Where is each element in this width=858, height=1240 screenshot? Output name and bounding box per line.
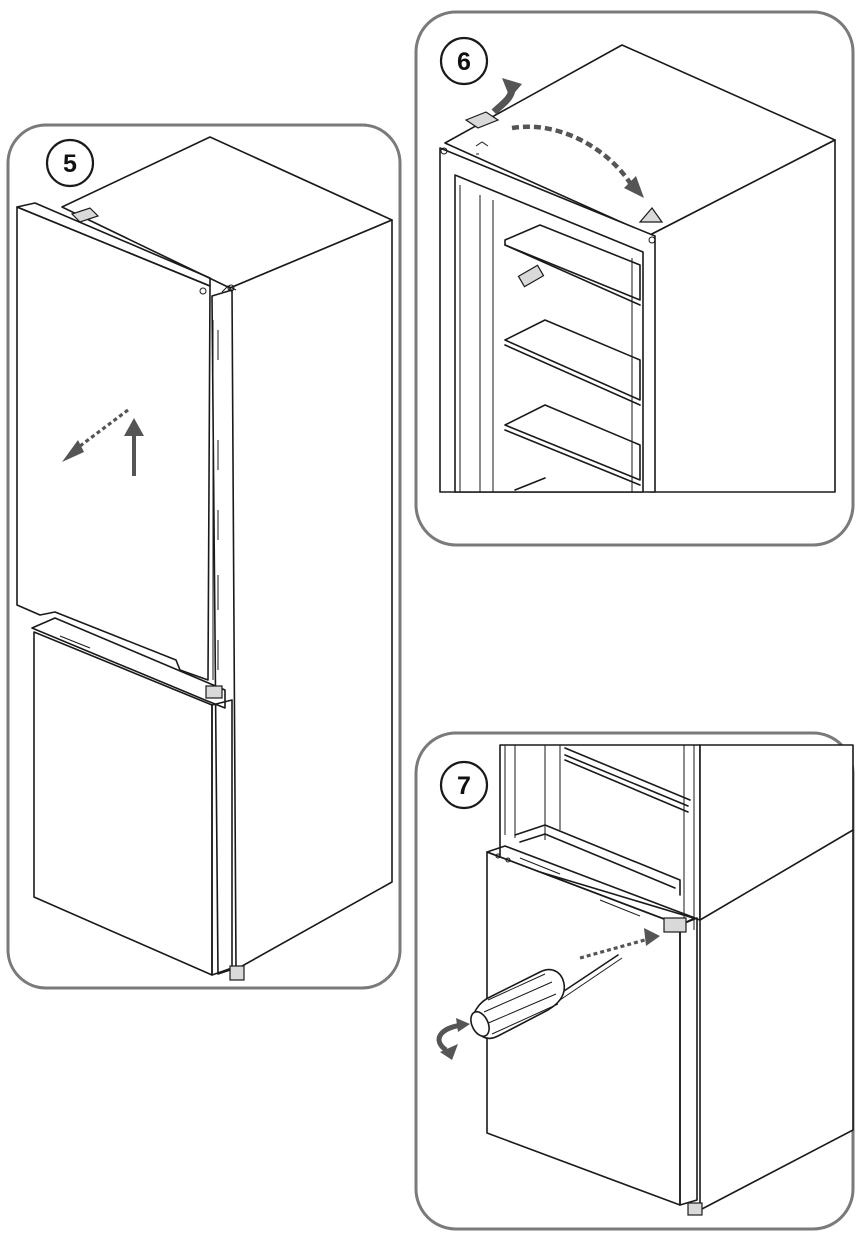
middle-hinge: [663, 917, 687, 933]
door-gasket: [212, 320, 219, 680]
shelf-3: [504, 404, 641, 481]
door-pin: [199, 287, 207, 295]
hinge-screw: [227, 284, 235, 292]
step-5-number: 5: [63, 150, 77, 178]
step-6-panel: 6: [414, 10, 855, 547]
handle-end: [470, 1010, 490, 1038]
step-5-panel: 5: [6, 123, 402, 990]
fridge-step-6: [439, 44, 836, 493]
fridge-step-5: [16, 136, 393, 981]
foot: [687, 1202, 703, 1216]
shelf-clip: [517, 264, 545, 288]
screwdriver-icon: [470, 954, 623, 1040]
middle-hinge-block: [205, 685, 223, 699]
step-6-badge: [439, 36, 489, 86]
step-6-number: 6: [457, 48, 471, 76]
rotate-arrow-icon: [436, 1018, 470, 1060]
fridge-step-7: [436, 744, 854, 1216]
shelf-2: [504, 319, 641, 401]
hinge-cover-right: [638, 207, 664, 223]
step-7-number: 7: [457, 772, 471, 800]
top-hinge-mark: [221, 285, 237, 293]
lower-door-edge: [679, 917, 698, 1206]
foot: [229, 965, 245, 981]
step-7-panel: 7: [414, 731, 855, 1231]
door-lift-arrow-icon: [62, 408, 144, 476]
screw-direction-arrow: [579, 936, 653, 960]
middle-hinge-plate: [31, 617, 226, 709]
step-5-badge: [45, 138, 95, 188]
fridge-side: [229, 219, 393, 971]
shelves: [504, 224, 641, 491]
shelf-1: [504, 224, 641, 301]
upper-door-top-edge: [16, 202, 211, 287]
step-7-badge: [439, 760, 489, 810]
upper-door: [16, 206, 211, 681]
upper-shelf: [564, 747, 691, 813]
hinge-cover-move-icon: [491, 78, 644, 198]
hinge-cover-left: [464, 111, 500, 129]
fridge-side: [699, 744, 854, 1211]
hinge-marks: [475, 141, 489, 155]
lower-tray: [514, 824, 681, 896]
top-hinge-cover: [70, 207, 100, 223]
fridge-opening: [454, 174, 644, 493]
